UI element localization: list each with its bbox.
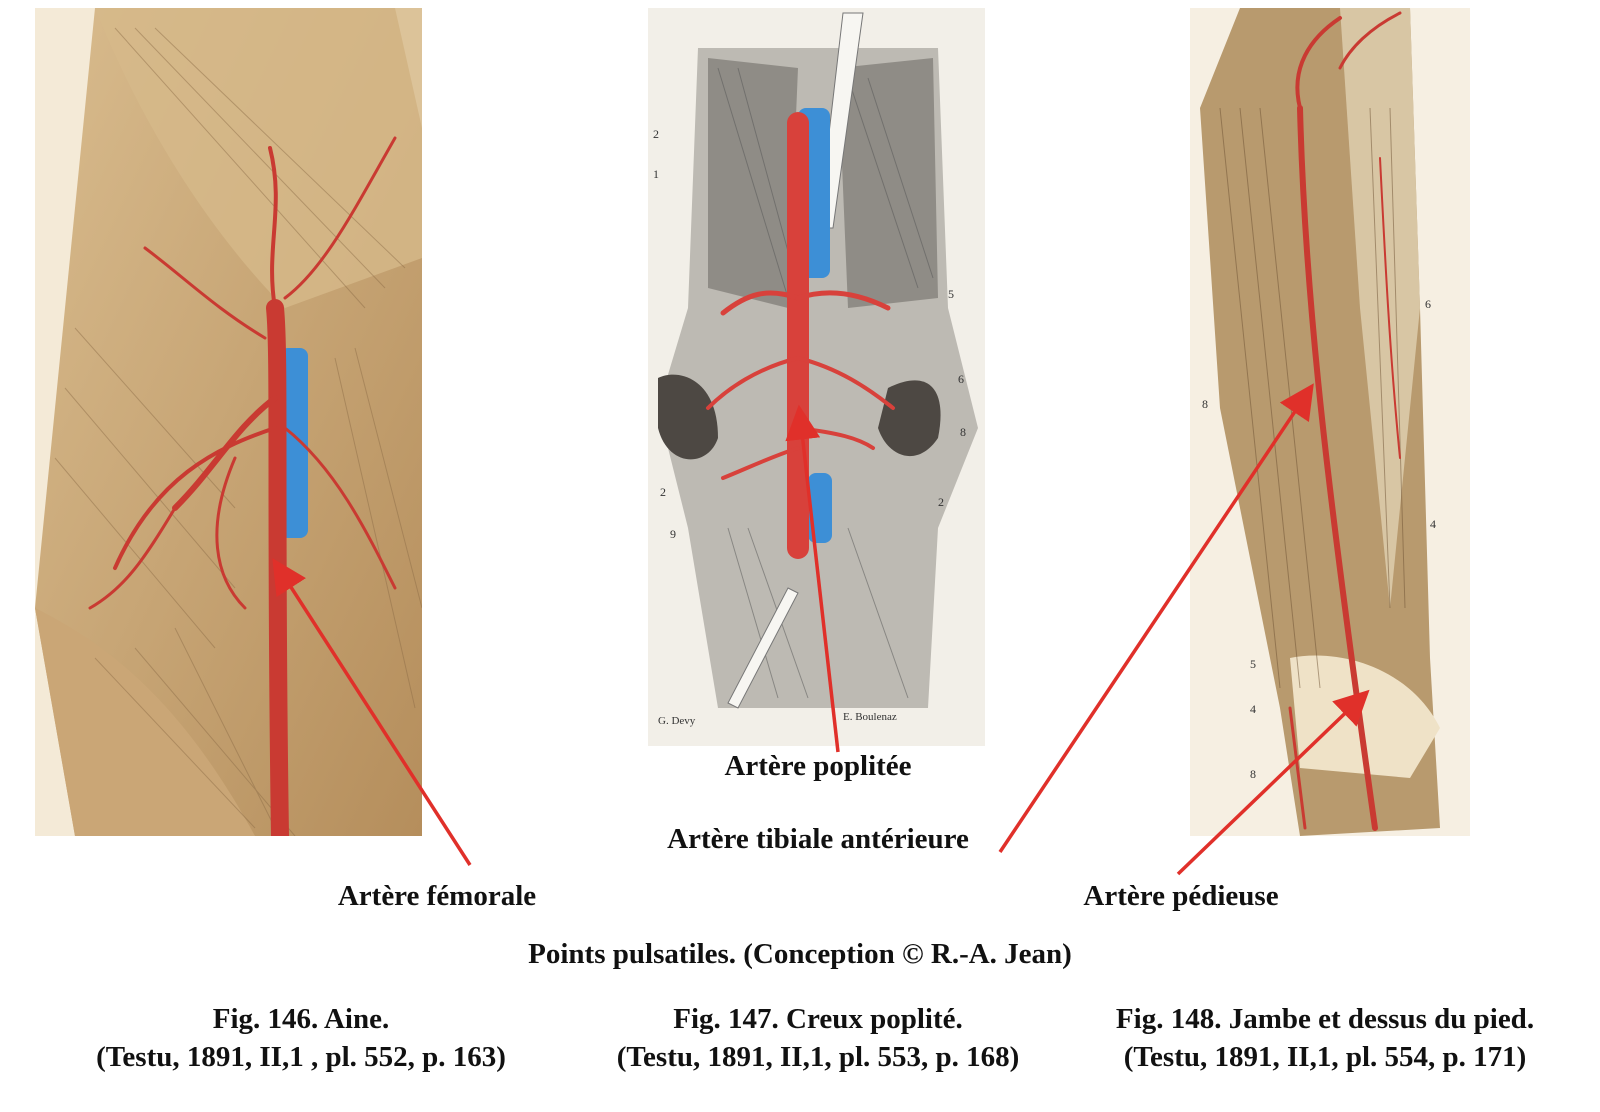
figure-148-illustration: 6 8 4 5 4 8 [1190, 8, 1470, 836]
plate-marker: 1 [653, 167, 659, 181]
figure-146-illustration [35, 8, 422, 836]
plate-marker: 8 [1202, 397, 1208, 411]
page-title: Points pulsatiles. (Conception © R.-A. J… [528, 938, 1072, 970]
popliteal-artery [706, 112, 895, 559]
label-artere-pedieuse: Artère pédieuse [1083, 880, 1279, 912]
figure-148-caption: Fig. 148. Jambe et dessus du pied. (Test… [1116, 1000, 1534, 1076]
leg-anatomy-drawing: 6 8 4 5 4 8 [1190, 8, 1470, 836]
plate-marker: 2 [653, 127, 659, 141]
engraver-signature: G. Devy [658, 715, 696, 727]
figure-146-caption: Fig. 146. Aine. (Testu, 1891, II,1 , pl.… [96, 1000, 506, 1076]
engraver-signature: E. Boulenaz [843, 711, 897, 723]
figure-148-title: Fig. 148. Jambe et dessus du pied. [1115, 1003, 1535, 1035]
plate-marker: 8 [960, 425, 966, 439]
figure-146-title: Fig. 146. Aine. [212, 1003, 390, 1035]
plate-marker: 5 [948, 287, 954, 301]
figure-146-source: (Testu, 1891, II,1 , pl. 552, p. 163) [96, 1041, 506, 1073]
figure-147-source: (Testu, 1891, II,1, pl. 553, p. 168) [616, 1041, 1020, 1073]
plate-marker: 2 [938, 495, 944, 509]
figure-147-caption: Fig. 147. Creux poplité. (Testu, 1891, I… [617, 1000, 1020, 1076]
plate-marker: 4 [1430, 517, 1436, 531]
plate-marker: 8 [1250, 767, 1256, 781]
plate-marker: 6 [958, 372, 964, 386]
figure-147-illustration: 2 1 5 6 8 2 2 9 G. Devy E. Boulenaz [648, 8, 985, 746]
label-artere-poplitee: Artère poplitée [724, 750, 912, 782]
figure-148-source: (Testu, 1891, II,1, pl. 554, p. 171) [1123, 1041, 1527, 1073]
knee-anatomy-drawing: 2 1 5 6 8 2 2 9 G. Devy E. Boulenaz [648, 8, 985, 746]
plate-marker: 6 [1425, 297, 1431, 311]
label-artere-tibiale-anterieure: Artère tibiale antérieure [667, 823, 969, 855]
plate-marker: 2 [660, 485, 666, 499]
thigh-anatomy-drawing [35, 8, 422, 836]
plate-marker: 9 [670, 527, 676, 541]
label-artere-femorale: Artère fémorale [337, 880, 537, 912]
plate-marker: 5 [1250, 657, 1256, 671]
plate-marker: 4 [1250, 702, 1256, 716]
figure-147-title: Fig. 147. Creux poplité. [673, 1003, 963, 1035]
femoral-vein [280, 348, 308, 538]
